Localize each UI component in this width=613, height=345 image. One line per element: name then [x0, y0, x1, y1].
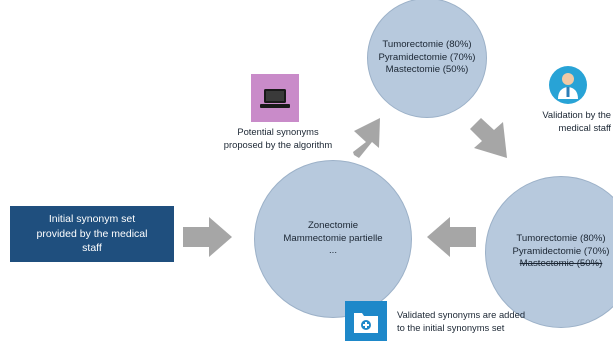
- center-circle-line-1: Zonectomie: [307, 219, 359, 231]
- potential-caption-line-2: proposed by the algorithm: [223, 138, 333, 150]
- right-circle-line-1: Tumorectomie (80%): [516, 232, 606, 244]
- doctor-icon: [549, 66, 587, 104]
- top-candidates-circle: Tumorectomie (80%) Pyramidectomie (70%) …: [367, 0, 487, 118]
- initial-set-circle: Zonectomie Mammectomie partielle ...: [254, 160, 412, 318]
- center-circle-line-3: ...: [329, 245, 337, 257]
- top-circle-line-3: Mastectomie (50%): [385, 64, 469, 76]
- arrow-validated-to-center: [427, 217, 476, 257]
- initial-set-line-1: Initial synonym set: [48, 212, 136, 225]
- right-circle-line-3-rejected: Mastectomie (50%): [519, 258, 603, 270]
- initial-set-line-3: staff: [82, 242, 102, 255]
- added-caption-line-1: Validated synonyms are added: [397, 309, 526, 320]
- center-circle-line-2: Mammectomie partielle: [283, 232, 383, 244]
- folder-add-icon: [345, 301, 387, 341]
- top-circle-line-1: Tumorectomie (80%): [382, 38, 472, 50]
- right-circle-line-2: Pyramidectomie (70%): [512, 245, 610, 257]
- arrow-top-to-right: [470, 118, 507, 158]
- validation-caption-line-1: Validation by the: [542, 109, 611, 120]
- validation-caption: Validation by the medical staff: [527, 109, 611, 134]
- initial-set-line-2: provided by the medical: [36, 227, 148, 240]
- top-circle-line-2: Pyramidectomie (70%): [378, 51, 476, 63]
- arrow-center-to-top: [353, 118, 380, 158]
- validation-caption-line-2: medical staff: [558, 121, 611, 133]
- initial-synonym-set-box: Initial synonym set provided by the medi…: [10, 206, 174, 262]
- added-caption-line-2: to the initial synonyms set: [397, 321, 505, 333]
- validated-added-caption: Validated synonyms are added to the init…: [397, 309, 597, 334]
- potential-synonyms-caption: Potential synonyms proposed by the algor…: [218, 126, 338, 151]
- laptop-icon: [251, 74, 299, 122]
- arrow-initial-to-center: [183, 217, 232, 257]
- potential-caption-line-1: Potential synonyms: [237, 126, 319, 137]
